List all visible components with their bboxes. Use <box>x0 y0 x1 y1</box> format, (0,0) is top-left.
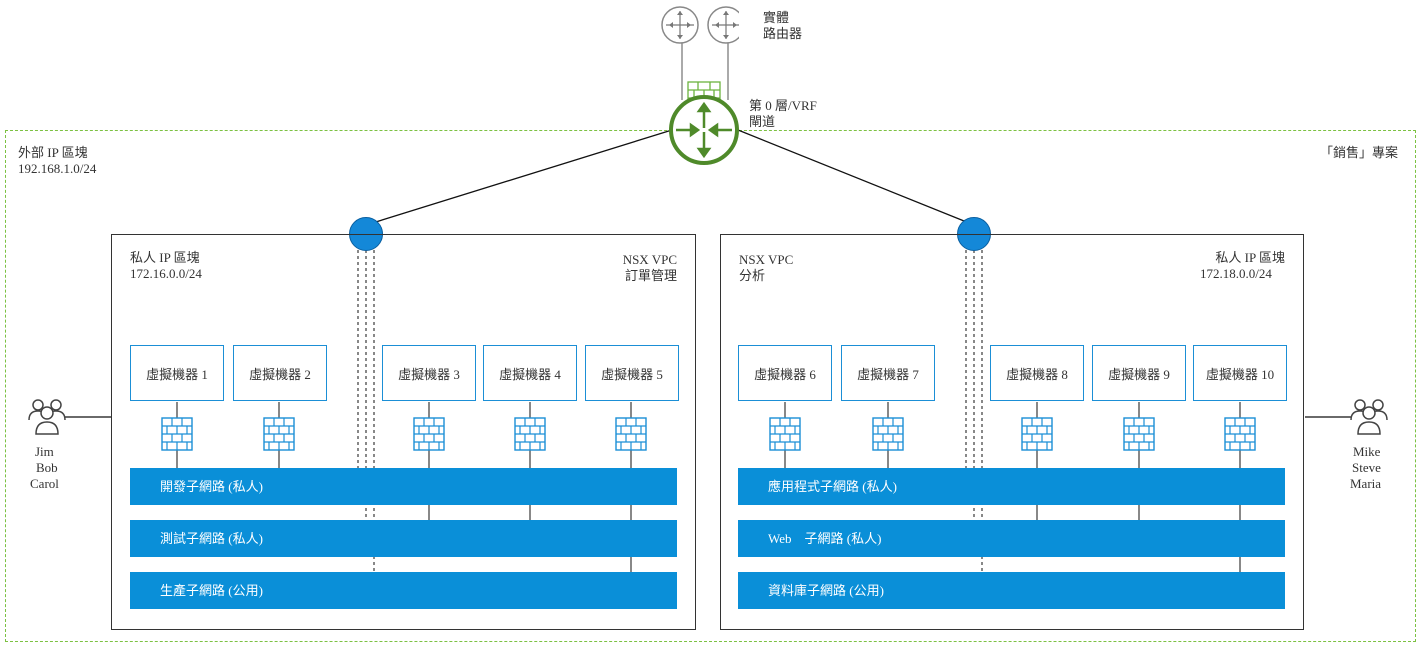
vpc-right-private-block-cidr: 172.18.0.0/24 <box>1200 266 1272 281</box>
firewall-icon <box>1224 417 1256 451</box>
physical-router-icons <box>661 6 739 44</box>
project-label: 「銷售」專案 <box>1320 145 1399 160</box>
gateway-label-line1: 第 0 層/VRF <box>749 98 817 113</box>
vm-4[interactable]: 虛擬機器 4 <box>483 345 577 401</box>
vm-3[interactable]: 虛擬機器 3 <box>382 345 476 401</box>
user-name: Carol <box>30 476 59 491</box>
firewall-icon <box>1021 417 1053 451</box>
subnet-dev[interactable]: 開發子網路 (私人) <box>130 468 677 505</box>
external-block-title: 外部 IP 區塊 <box>18 145 88 160</box>
vpc-right <box>720 234 1304 630</box>
physical-router-label-line2: 路由器 <box>763 26 803 41</box>
vpc-left-private-block-cidr: 172.16.0.0/24 <box>130 266 202 281</box>
subnet-app[interactable]: 應用程式子網路 (私人) <box>738 468 1285 505</box>
vm-1[interactable]: 虛擬機器 1 <box>130 345 224 401</box>
gateway-icon <box>669 81 739 165</box>
users-icon <box>1350 399 1388 435</box>
router-icon <box>661 6 699 44</box>
vm-6[interactable]: 虛擬機器 6 <box>738 345 832 401</box>
vpc-left-name-line1: NSX VPC <box>622 252 677 267</box>
firewall-icon <box>872 417 904 451</box>
vm-5[interactable]: 虛擬機器 5 <box>585 345 679 401</box>
gateway-label-line2: 閘道 <box>749 114 776 129</box>
user-name: Mike <box>1353 444 1381 459</box>
firewall-icon <box>161 417 193 451</box>
user-name: Maria <box>1350 476 1382 491</box>
vm-7[interactable]: 虛擬機器 7 <box>841 345 935 401</box>
vpc-right-private-block-title: 私人 IP 區塊 <box>1215 250 1285 265</box>
vpc-right-name-line1: NSX VPC <box>739 252 794 267</box>
vpc-left-private-block-title: 私人 IP 區塊 <box>130 250 200 265</box>
vm-10[interactable]: 虛擬機器 10 <box>1193 345 1287 401</box>
vpc-left <box>111 234 696 630</box>
subnet-web[interactable]: Web 子網路 (私人) <box>738 520 1285 557</box>
subnet-db[interactable]: 資料庫子網路 (公用) <box>738 572 1285 609</box>
firewall-icon <box>263 417 295 451</box>
subnet-prod[interactable]: 生產子網路 (公用) <box>130 572 677 609</box>
vpc-right-name-line2: 分析 <box>739 268 766 283</box>
firewall-icon <box>1123 417 1155 451</box>
user-name: Bob <box>36 460 58 475</box>
firewall-icon <box>413 417 445 451</box>
router-icon <box>707 6 739 44</box>
firewall-icon <box>769 417 801 451</box>
firewall-icon <box>514 417 546 451</box>
vm-2[interactable]: 虛擬機器 2 <box>233 345 327 401</box>
users-icon <box>28 399 66 435</box>
physical-router-label-line1: 實體 <box>763 10 790 25</box>
user-name: Steve <box>1352 460 1381 475</box>
vm-9[interactable]: 虛擬機器 9 <box>1092 345 1186 401</box>
subnet-test[interactable]: 測試子網路 (私人) <box>130 520 677 557</box>
firewall-icon <box>615 417 647 451</box>
user-name: Jim <box>35 444 54 459</box>
vm-8[interactable]: 虛擬機器 8 <box>990 345 1084 401</box>
external-block-cidr: 192.168.1.0/24 <box>18 161 97 176</box>
vpc-left-name-line2: 訂單管理 <box>624 268 677 283</box>
